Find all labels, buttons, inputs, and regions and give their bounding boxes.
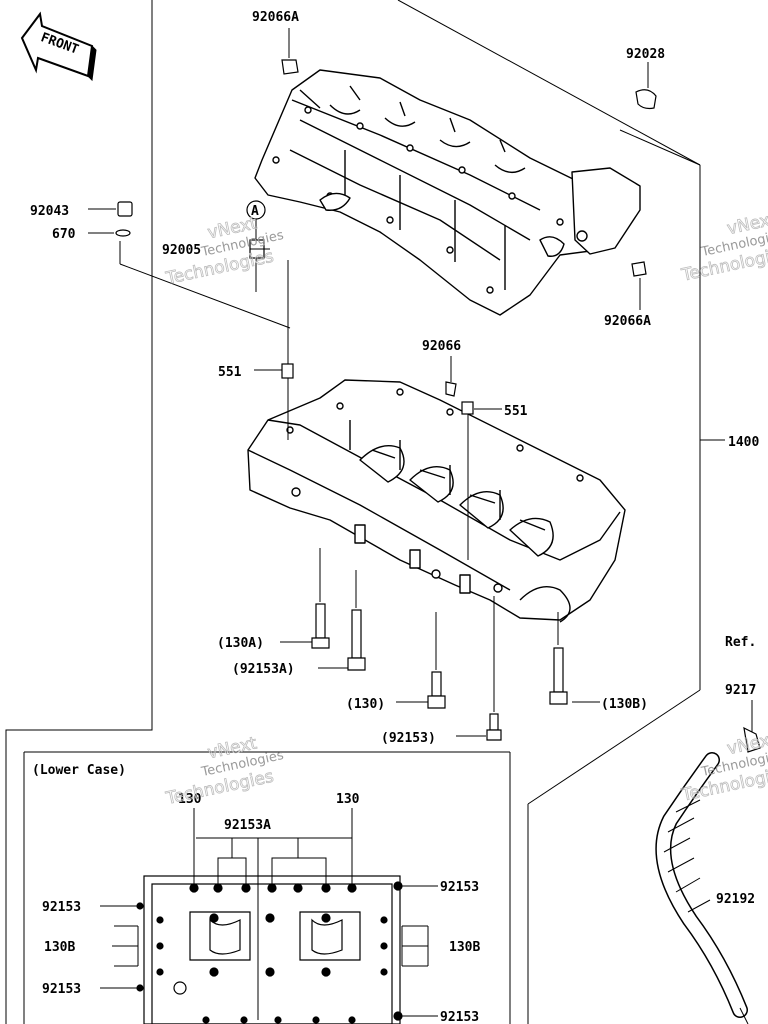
front-arrow-icon: FRONT <box>20 11 97 82</box>
label-551-right: 551 <box>504 404 528 419</box>
breather-hose <box>655 726 761 1024</box>
frame-lines <box>5 0 725 1024</box>
inset-title: (Lower Case) <box>32 763 126 778</box>
lower-crankcase <box>247 379 626 623</box>
inset-label-92153-left-top: 92153 <box>42 900 81 915</box>
inset-leader-lines <box>100 808 438 1020</box>
label-92066: 92066 <box>422 339 461 354</box>
inset-label-92153-right-top: 92153 <box>440 880 479 895</box>
label-1400: 1400 <box>728 435 759 450</box>
inset-label-130B-right: 130B <box>449 940 480 955</box>
label-551-left: 551 <box>218 365 242 380</box>
label-130B-paren: (130B) <box>601 697 648 712</box>
inset-label-130B-left: 130B <box>44 940 75 955</box>
inset-label-130-right: 130 <box>336 792 360 807</box>
label-92192: 92192 <box>716 892 755 907</box>
watermark-4: vNext Technologies Technologies <box>679 729 768 806</box>
inset-lower-case <box>136 875 403 1024</box>
label-ref: Ref. <box>725 635 756 650</box>
bolts <box>311 603 568 741</box>
label-670: 670 <box>52 227 76 242</box>
label-92005: 92005 <box>162 243 201 258</box>
watermark-2: vNext Technologies Technologies <box>163 733 285 810</box>
label-92043: 92043 <box>30 204 69 219</box>
label-92153-paren: (92153) <box>381 731 436 746</box>
label-92066A-top: 92066A <box>252 10 299 25</box>
inset-label-92153A: 92153A <box>224 818 271 833</box>
label-92028: 92028 <box>626 47 665 62</box>
watermark-3: vNext Technologies Technologies <box>679 209 768 286</box>
label-92066A-right: 92066A <box>604 314 651 329</box>
upper-crankcase <box>254 69 641 316</box>
inset-label-92153-left-bottom: 92153 <box>42 982 81 997</box>
leader-lines <box>88 28 753 737</box>
label-92153A-paren: (92153A) <box>232 662 295 677</box>
label-130-paren: (130) <box>346 697 385 712</box>
inset-label-130-left: 130 <box>178 792 202 807</box>
label-A: A <box>251 204 259 219</box>
label-9217: 9217 <box>725 683 756 698</box>
label-130A: (130A) <box>217 636 264 651</box>
inset-label-92153-right-bottom: 92153 <box>440 1010 479 1024</box>
